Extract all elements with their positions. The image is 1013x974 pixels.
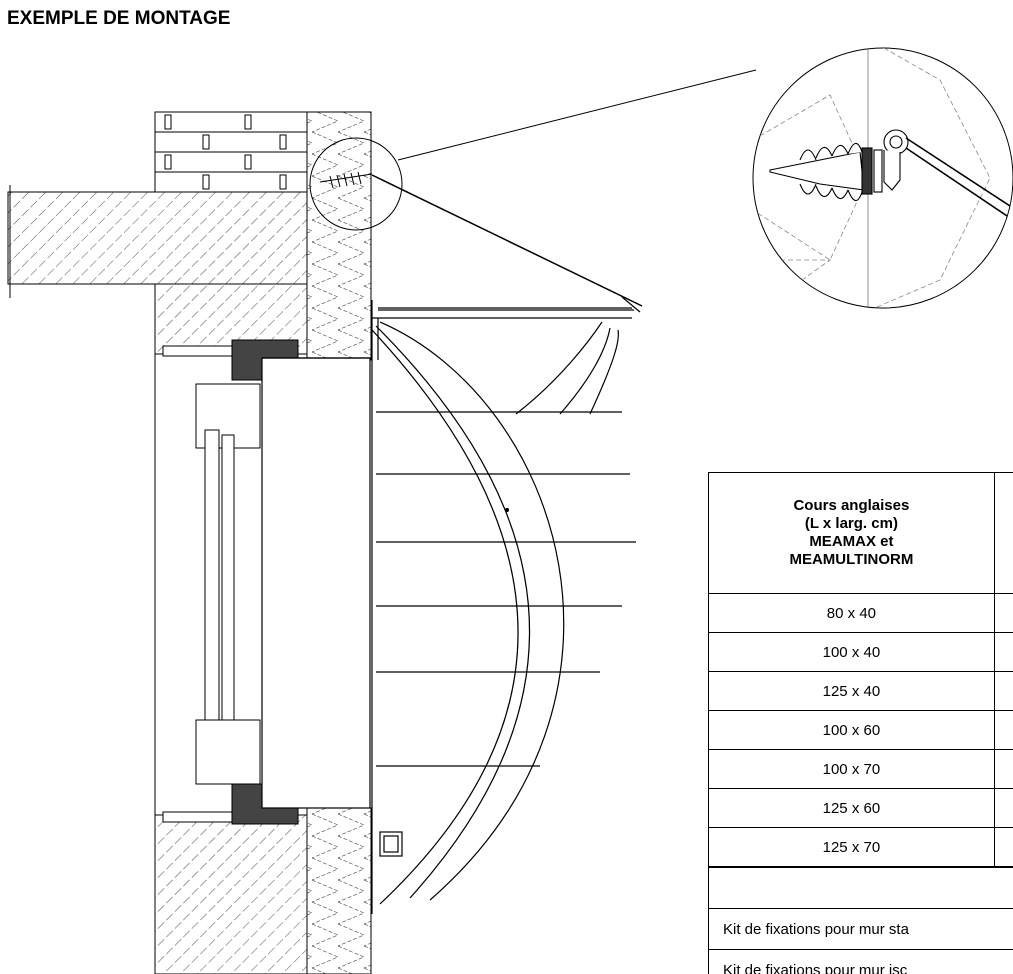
- empty-cell: [993, 632, 1013, 672]
- empty-cell: [993, 749, 1013, 789]
- kit-insulated-wall: Kit de fixations pour mur isc: [708, 949, 1013, 974]
- table-header-text: Cours anglaises (L x larg. cm) MEAMAX et…: [789, 497, 914, 568]
- insulation-upper: [306, 111, 372, 361]
- empty-cell: [993, 710, 1013, 750]
- table-row: 125 x 60: [708, 788, 1013, 828]
- detail-marker: [309, 137, 403, 231]
- table-header-cell: Cours anglaises (L x larg. cm) MEAMAX et…: [708, 472, 995, 594]
- size-cell: 100 x 70: [708, 749, 995, 789]
- insulation-lower: [306, 807, 372, 974]
- size-cell: 80 x 40: [708, 593, 995, 633]
- table-row: 125 x 70: [708, 827, 1013, 868]
- light-well: [371, 300, 636, 914]
- kit-row: Kit de fixations pour mur isc: [708, 949, 1013, 974]
- page-title: EXEMPLE DE MONTAGE: [7, 8, 231, 29]
- sizes-table: Cours anglaises (L x larg. cm) MEAMAX et…: [708, 472, 1013, 974]
- kit-standard-wall: Kit de fixations pour mur sta: [708, 908, 1013, 950]
- accessories-header: AC: [708, 866, 1013, 909]
- table-row: 80 x 40: [708, 593, 1013, 633]
- accessories-row: AC: [708, 866, 1013, 909]
- kit-row: Kit de fixations pour mur sta: [708, 908, 1013, 950]
- lower-wall: [154, 814, 308, 974]
- size-cell: 100 x 40: [708, 632, 995, 672]
- empty-cell: [993, 671, 1013, 711]
- table-row: 100 x 70: [708, 749, 1013, 789]
- anchor-cable: [371, 174, 643, 307]
- size-cell: 125 x 60: [708, 788, 995, 828]
- empty-cell: [993, 593, 1013, 633]
- table-row: 125 x 40: [708, 671, 1013, 711]
- empty-cell: [993, 827, 1013, 868]
- table-header-row: Cours anglaises (L x larg. cm) MEAMAX et…: [708, 472, 1013, 594]
- zoom-detail: [752, 47, 1013, 309]
- size-cell: 125 x 70: [708, 827, 995, 868]
- table-row: 100 x 40: [708, 632, 1013, 672]
- grate: [377, 296, 641, 360]
- size-cell: 125 x 40: [708, 671, 995, 711]
- table-row: 100 x 60: [708, 710, 1013, 750]
- concrete-slab: [7, 191, 308, 285]
- zoom-leader: [397, 69, 757, 161]
- brick-wall: [154, 111, 308, 193]
- table-header-cell-2: [993, 472, 1013, 594]
- sleeve: [261, 357, 371, 809]
- empty-cell: [993, 788, 1013, 828]
- window-frame: [162, 345, 261, 823]
- small-screw-icon: [319, 171, 373, 189]
- size-cell: 100 x 60: [708, 710, 995, 750]
